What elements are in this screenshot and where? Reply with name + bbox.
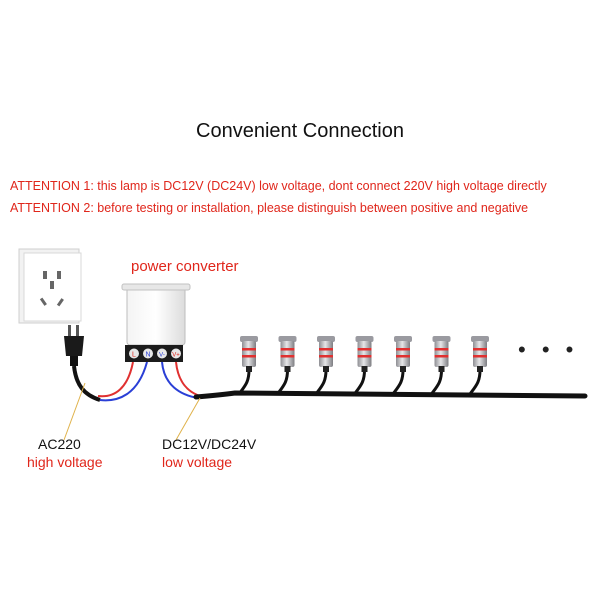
wall-socket-icon: [18, 248, 82, 324]
lamp-icon: [430, 336, 451, 395]
dc-output-sublabel: low voltage: [162, 454, 233, 470]
lamp-row: [237, 336, 489, 395]
dc-bus-cable: [193, 390, 588, 400]
lamp-icon: [314, 336, 335, 395]
power-converter-box: L N V- V+: [121, 283, 191, 362]
ac-wire-blue: [99, 361, 148, 402]
ac-wire-red: [97, 361, 134, 398]
terminal-label: N: [145, 352, 150, 359]
power-converter-label: power converter: [131, 258, 239, 275]
lamp-icon: [353, 336, 374, 395]
attention-note-1: ATTENTION 1: this lamp is DC12V (DC24V) …: [10, 179, 547, 193]
lamp-icon: [391, 336, 412, 395]
lamp-icon: [468, 336, 489, 395]
ac-input-sublabel: high voltage: [27, 454, 103, 470]
terminal-label: V-: [159, 353, 165, 359]
ac-leader-line: [63, 382, 86, 441]
more-lamps-indicator: • • •: [518, 337, 579, 362]
lamp-icon: [276, 336, 297, 395]
ac-input-label: AC220: [38, 436, 81, 452]
terminal-label: L: [132, 352, 136, 359]
ac-cable: [72, 365, 101, 402]
attention-note-2: ATTENTION 2: before testing or installat…: [10, 201, 529, 215]
terminal-label: V+: [172, 353, 180, 359]
dc-output-label: DC12V/DC24V: [162, 436, 257, 452]
plug-icon: [64, 325, 84, 366]
page-title: Convenient Connection: [196, 120, 404, 142]
dc-leader-line: [175, 397, 201, 441]
lamp-icon: [237, 336, 258, 395]
